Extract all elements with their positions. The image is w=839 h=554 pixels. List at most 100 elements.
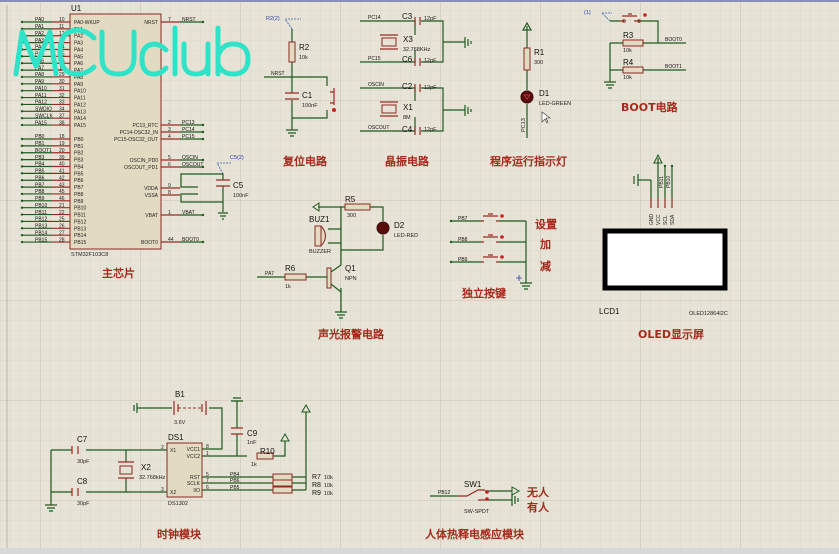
reset-title: 复位电路 (282, 154, 328, 168)
key-label-add: 加 (539, 237, 551, 251)
net-label: PB12 (35, 217, 47, 223)
pin-name: PB11 (74, 213, 86, 219)
pullup-ref: R7 (312, 474, 321, 481)
key-label-set: 设置 (535, 217, 557, 231)
led-net: PC13 (521, 118, 527, 132)
key-dot (500, 235, 504, 239)
mouse-cursor-icon (541, 111, 551, 124)
d1-ref: D1 (539, 89, 550, 98)
buz1-ref: BUZ1 (309, 215, 330, 224)
oled-title: OLED显示屏 (638, 328, 704, 341)
net-label: OSCOUT (182, 162, 203, 168)
c7-value: 30pF (77, 459, 90, 465)
oled-net-scl: PB11 (659, 176, 665, 188)
pin-name: PC13_RTC (133, 123, 159, 129)
pullup-value: 10k (324, 483, 333, 489)
pin-name: PA14 (74, 116, 86, 122)
capacitor-c5[interactable]: C5 100nF C5(2) (180, 155, 249, 220)
pin-terminal (20, 158, 24, 161)
pin-number: 12 (59, 31, 65, 37)
pc14-net: PC14 (368, 15, 381, 21)
reset-circuit[interactable]: R2(2) R2 10k NRST C1 100nF 复位电路 (264, 16, 336, 168)
c5-probe: C5(2) (230, 155, 244, 161)
pin-number: 39 (59, 155, 65, 161)
net-label: PB13 (35, 224, 47, 230)
r10-ref: R10 (260, 447, 275, 456)
pin-name: PA3 (74, 41, 83, 47)
ds-pin-name: VCC2 (187, 454, 201, 460)
boot-circuit[interactable]: (1) R3 10k R4 10k BOOT0 BOOT1 BOOT电路 (584, 10, 686, 114)
crystal-circuit[interactable]: PC14 PC15 OSCIN OSCOUT C3 C6 C2 C4 12pF … (360, 12, 472, 168)
pin-terminal (20, 103, 24, 106)
pin-terminal (20, 233, 24, 237)
net-label: VBAT (182, 210, 195, 216)
c6-value: 12pF (424, 58, 437, 64)
oled-part: OLED12864I2C (689, 311, 728, 317)
mcu-body[interactable] (69, 13, 162, 250)
pin-name: PA10 (74, 89, 86, 95)
pin-number: 22 (59, 210, 65, 216)
pin-name: PB12 (74, 219, 86, 225)
r10-value: 1k (251, 462, 257, 468)
clock-module[interactable]: B1 3.6V C9 1nF R10 1k C7 30pF C8 30pF X2… (45, 390, 333, 541)
pin-number: 5 (168, 155, 171, 161)
alarm-title: 声光报警电路 (317, 327, 385, 341)
pin-name: PB7 (74, 185, 84, 191)
pin-number: 25 (59, 217, 65, 223)
ds-net-io: PB5 (230, 485, 240, 491)
oled-pin-label: SCL (663, 215, 669, 225)
c5-value: 100nF (233, 193, 249, 199)
ds-pin-number: 8 (206, 444, 209, 450)
pin-terminal (20, 227, 24, 230)
c1-ref: C1 (302, 91, 313, 100)
pa7-net: PA7 (265, 271, 274, 277)
led-indicator[interactable]: R1 300 D1 LED-GREEN PC13 程序运行指示灯 (490, 21, 571, 168)
d2-ref: D2 (394, 221, 405, 230)
q1-value: NPN (345, 276, 357, 282)
pullup-ref: R9 (312, 490, 321, 497)
c4-ref: C4 (402, 125, 413, 134)
mcu-part: STM32F103C8 (71, 252, 108, 258)
pin-number: 45 (59, 189, 65, 195)
pir-none-label: 无人 (526, 485, 550, 499)
net-label: PA15 (35, 120, 47, 126)
pin-terminal (201, 158, 205, 162)
key-net: PB9 (458, 257, 468, 263)
pin-terminal (20, 27, 24, 31)
pin-number: 4 (168, 134, 171, 140)
pin-terminal (20, 116, 24, 120)
crystal-title: 晶振电路 (385, 154, 430, 168)
pin-name: PA6 (74, 61, 83, 67)
alarm-circuit[interactable]: R5 300 D2 LED-RED BUZ1 BUZZER PA7 R6 1k … (257, 195, 418, 341)
r3-ref: R3 (623, 31, 634, 40)
pin-number: 20 (59, 148, 65, 154)
pin-name: PA13 (74, 109, 86, 115)
c4-value: 12pF (424, 127, 437, 133)
r2-probe: R2(2) (266, 16, 280, 22)
pin-name: PA9 (74, 82, 83, 88)
pin-name: VDDA (144, 186, 159, 192)
pin-number: 26 (59, 224, 65, 230)
boot-title: BOOT电路 (621, 100, 679, 114)
pin-terminal (20, 172, 24, 175)
net-label: PB5 (35, 169, 45, 175)
key-net: PB8 (458, 237, 468, 243)
pir-module[interactable]: SW1 SW-SPDT PB12 无人 有人 人体热释电感应模块 (425, 480, 550, 541)
pin-terminal (201, 213, 205, 217)
boot0-net: BOOT0 (665, 37, 682, 43)
pin-number: 44 (168, 237, 174, 243)
mcu-ref: U1 (71, 4, 82, 13)
key-button (481, 234, 499, 243)
pin-terminal (20, 240, 24, 244)
pin-name: PB14 (74, 233, 86, 239)
pin-name: PA7 (74, 68, 83, 74)
pin-number: 33 (59, 100, 65, 106)
q1-ref: Q1 (345, 264, 356, 273)
pin-name: PA15 (74, 123, 86, 129)
net-label: PB0 (35, 134, 45, 140)
pin-terminal (20, 165, 24, 168)
